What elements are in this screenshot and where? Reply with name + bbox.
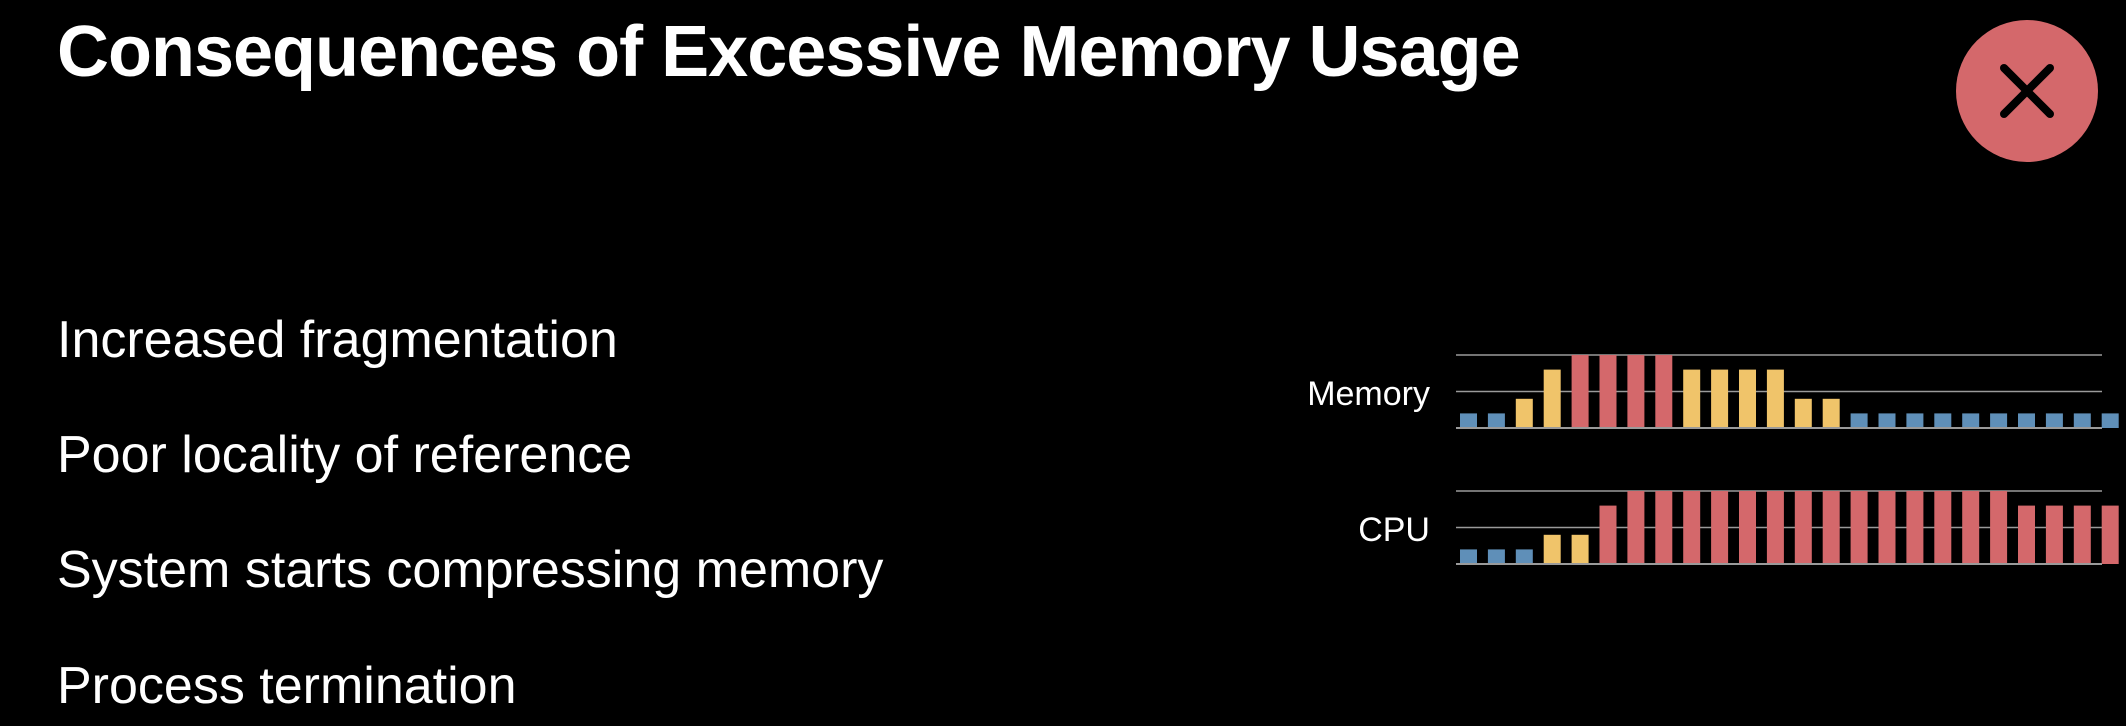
memory-bar bbox=[1962, 413, 1980, 428]
memory-bar bbox=[1906, 413, 1924, 428]
memory-bar bbox=[2045, 413, 2063, 428]
cpu-bar bbox=[1655, 491, 1673, 564]
cpu-bar bbox=[1460, 549, 1477, 564]
memory-bar bbox=[2101, 413, 2119, 428]
cpu-bar bbox=[2101, 505, 2119, 564]
memory-bar bbox=[1934, 413, 1952, 428]
memory-bar bbox=[1683, 369, 1701, 428]
bullet-item-locality: Poor locality of reference bbox=[57, 426, 633, 484]
cpu-bar bbox=[1878, 491, 1896, 564]
memory-bar bbox=[1655, 355, 1673, 428]
memory-bar bbox=[1878, 413, 1896, 428]
cpu-bar-chart bbox=[1456, 490, 2119, 565]
memory-bar bbox=[1822, 398, 1840, 428]
cpu-bar bbox=[1906, 491, 1924, 564]
cpu-bar bbox=[1627, 491, 1645, 564]
cpu-bar bbox=[1683, 491, 1701, 564]
cpu-bar bbox=[2045, 505, 2063, 564]
memory-bar bbox=[1850, 413, 1868, 428]
bullet-item-fragmentation: Increased fragmentation bbox=[57, 311, 618, 369]
memory-bar bbox=[1487, 413, 1505, 428]
cpu-bar bbox=[2018, 505, 2035, 564]
cpu-bar bbox=[1850, 491, 1868, 564]
close-button[interactable] bbox=[1956, 20, 2098, 162]
memory-bar bbox=[1543, 369, 1561, 428]
cpu-bar bbox=[1766, 491, 1784, 564]
cpu-bar bbox=[1711, 491, 1729, 564]
cpu-bar bbox=[1599, 505, 1617, 564]
memory-bar bbox=[1515, 398, 1533, 428]
bullet-item-compression: System starts compressing memory bbox=[57, 541, 884, 599]
cpu-bar bbox=[1934, 491, 1952, 564]
memory-bar bbox=[2073, 413, 2091, 428]
cpu-chart-label: CPU bbox=[1358, 511, 1430, 549]
memory-bar bbox=[2018, 413, 2035, 428]
memory-bar bbox=[1766, 369, 1784, 428]
cpu-bar bbox=[2073, 505, 2091, 564]
cpu-bar bbox=[1487, 549, 1505, 564]
memory-bar bbox=[1739, 369, 1756, 428]
cpu-bar bbox=[1543, 534, 1561, 564]
memory-bar bbox=[1990, 413, 2008, 428]
memory-bar bbox=[1460, 413, 1477, 428]
close-icon bbox=[1996, 60, 2058, 122]
bullet-item-termination: Process termination bbox=[57, 657, 517, 715]
usage-bar-charts bbox=[1456, 354, 2119, 565]
cpu-bar bbox=[1962, 491, 1980, 564]
memory-bar bbox=[1571, 355, 1589, 428]
cpu-bar bbox=[1739, 491, 1756, 564]
memory-bar bbox=[1711, 369, 1729, 428]
cpu-bar bbox=[1515, 549, 1533, 564]
page-title: Consequences of Excessive Memory Usage bbox=[57, 12, 1521, 92]
memory-bar bbox=[1599, 355, 1617, 428]
cpu-bar bbox=[1990, 491, 2008, 564]
cpu-bar bbox=[1822, 491, 1840, 564]
memory-bar-chart bbox=[1456, 354, 2119, 429]
memory-bar bbox=[1627, 355, 1645, 428]
memory-chart-label: Memory bbox=[1307, 375, 1430, 413]
memory-bar bbox=[1794, 398, 1812, 428]
cpu-bar bbox=[1571, 534, 1589, 564]
cpu-bar bbox=[1794, 491, 1812, 564]
